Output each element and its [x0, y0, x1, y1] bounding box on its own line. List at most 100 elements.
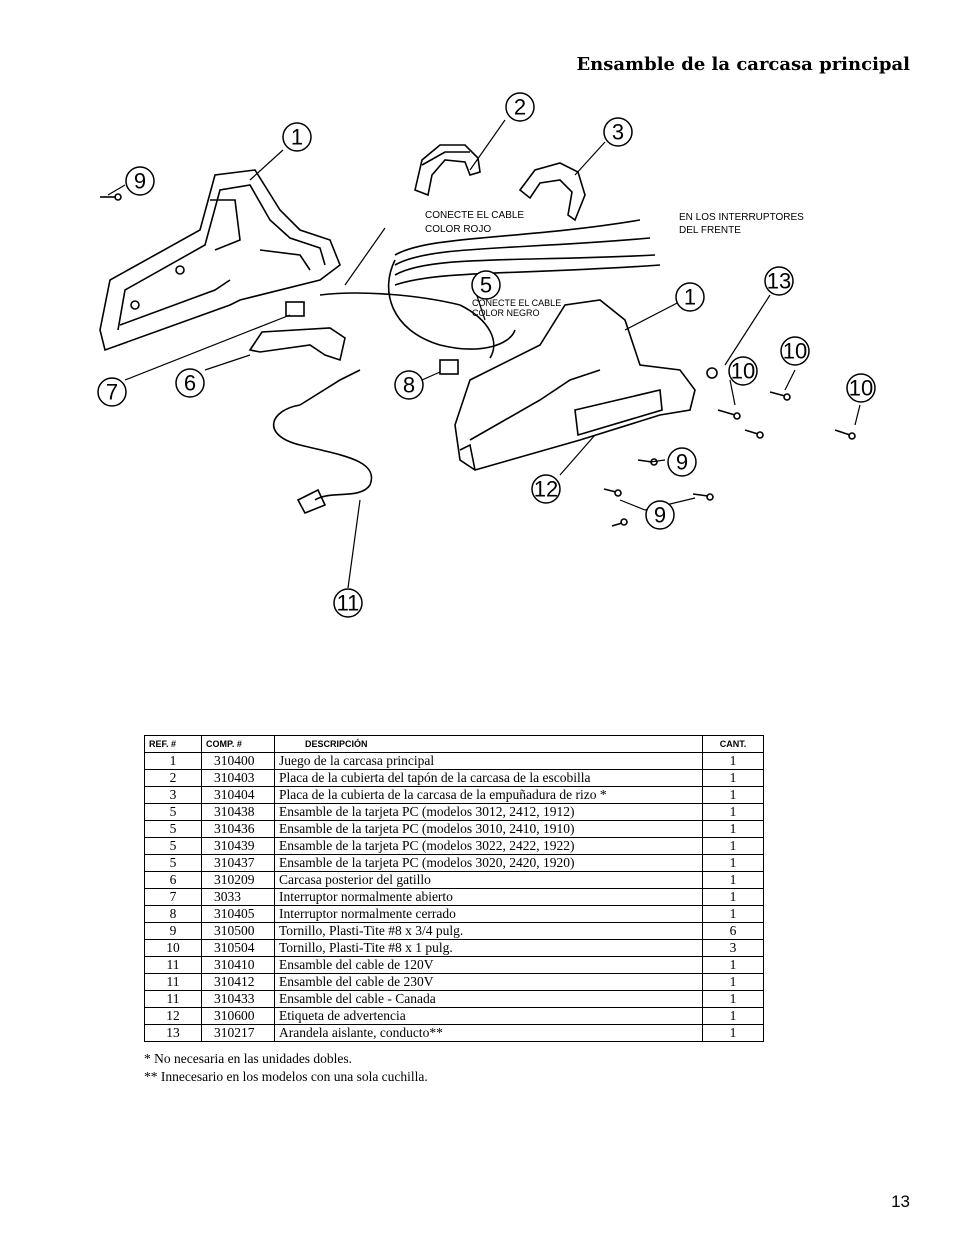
callout-circle-5	[471, 270, 501, 300]
page-number: 13	[891, 1192, 910, 1211]
callout-9c: 9	[654, 503, 666, 528]
cell-cant: 6	[702, 922, 764, 940]
cell-ref: 11	[144, 973, 202, 991]
callout-circle-13	[764, 266, 794, 296]
cell-ref: 9	[144, 922, 202, 940]
callout-circle-9c	[645, 500, 675, 530]
housing-right-drawing	[454, 299, 696, 471]
cell-ref: 5	[144, 854, 202, 872]
cell-desc: Ensamble de la tarjeta PC (modelos 3012,…	[274, 803, 703, 821]
cell-comp: 310433	[201, 990, 275, 1008]
callout-1a: 1	[291, 125, 303, 150]
cell-ref: 5	[144, 820, 202, 838]
label-connect-red-line2: COLOR ROJO	[425, 224, 491, 235]
cell-ref: 11	[144, 990, 202, 1008]
footnote-single-star: * No necesaria en las unidades dobles.	[144, 1051, 353, 1066]
cell-comp: 310500	[201, 922, 275, 940]
header-ref: REF. #	[144, 735, 202, 753]
callout-6: 6	[184, 371, 196, 396]
callout-1b: 1	[684, 285, 696, 310]
label-front-switches-line2: DEL FRENTE	[679, 225, 741, 236]
cell-desc: Ensamble de la tarjeta PC (modelos 3022,…	[274, 837, 703, 855]
cell-comp: 310504	[201, 939, 275, 957]
label-connect-black-line2: COLOR NEGRO	[472, 308, 540, 318]
cell-desc: Arandela aislante, conducto**	[274, 1024, 703, 1042]
cell-comp: 310439	[201, 837, 275, 855]
callout-3: 3	[612, 120, 624, 145]
cell-comp: 310412	[201, 973, 275, 991]
cell-comp: 310405	[201, 905, 275, 923]
cell-desc: Tornillo, Plasti-Tite #8 x 3/4 pulg.	[274, 922, 703, 940]
cell-cant: 1	[702, 820, 764, 838]
label-connect-red-line1: CONECTE EL CABLE	[425, 210, 524, 221]
cell-desc: Placa de la cubierta de la carcasa de la…	[274, 786, 703, 804]
callout-circle-12	[531, 474, 561, 504]
cell-desc: Interruptor normalmente abierto	[274, 888, 703, 906]
cell-comp: 310437	[201, 854, 275, 872]
cell-ref: 8	[144, 905, 202, 923]
callout-circle-10b	[728, 356, 758, 386]
cell-desc: Placa de la cubierta del tapón de la car…	[274, 769, 703, 787]
cell-cant: 1	[702, 871, 764, 889]
cell-cant: 1	[702, 769, 764, 787]
cell-comp: 3033	[201, 888, 275, 906]
callout-circle-7	[97, 377, 127, 407]
cell-cant: 1	[702, 854, 764, 872]
cell-ref: 10	[144, 939, 202, 957]
footnotes: * No necesaria en las unidades dobles. *…	[144, 1050, 428, 1086]
cell-cant: 1	[702, 837, 764, 855]
callout-2: 2	[514, 95, 526, 120]
cell-desc: Etiqueta de advertencia	[274, 1007, 703, 1025]
callout-10c: 10	[849, 376, 873, 401]
callout-circle-3	[603, 117, 633, 147]
label-front-switches-line1: EN LOS INTERRUPTORES	[679, 212, 804, 223]
callout-circle-9b	[667, 447, 697, 477]
callout-circle-1b	[675, 282, 705, 312]
leader-lines	[107, 119, 861, 589]
switch-7-drawing	[285, 301, 305, 317]
callout-circle-9a	[125, 166, 155, 196]
cell-desc: Ensamble del cable de 230V	[274, 973, 703, 991]
callout-13: 13	[767, 269, 791, 294]
cell-cant: 1	[702, 888, 764, 906]
cell-cant: 1	[702, 786, 764, 804]
grommet-13-drawing	[706, 367, 718, 379]
cell-comp: 310400	[201, 752, 275, 770]
cell-comp: 310404	[201, 786, 275, 804]
callout-circle-2	[505, 92, 535, 122]
cell-ref: 6	[144, 871, 202, 889]
callout-circle-1a	[282, 122, 312, 152]
callout-9a: 9	[134, 169, 146, 194]
callout-12: 12	[534, 477, 558, 502]
callout-5: 5	[480, 273, 492, 298]
cell-comp: 310209	[201, 871, 275, 889]
callout-8: 8	[403, 373, 415, 398]
parts-table-header: REF. # COMP. # DESCRIPCIÓN CANT.	[144, 735, 764, 753]
cell-comp: 310600	[201, 1007, 275, 1025]
cell-ref: 12	[144, 1007, 202, 1025]
cell-cant: 1	[702, 956, 764, 974]
callout-circle-11	[333, 588, 363, 618]
cell-ref: 5	[144, 803, 202, 821]
callout-9b: 9	[676, 450, 688, 475]
cell-cant: 1	[702, 803, 764, 821]
cell-desc: Interruptor normalmente cerrado	[274, 905, 703, 923]
footnote-double-star: ** Innecesario en los modelos con una so…	[144, 1069, 428, 1084]
cell-desc: Ensamble de la tarjeta PC (modelos 3010,…	[274, 820, 703, 838]
cell-ref: 3	[144, 786, 202, 804]
cell-cant: 1	[702, 990, 764, 1008]
